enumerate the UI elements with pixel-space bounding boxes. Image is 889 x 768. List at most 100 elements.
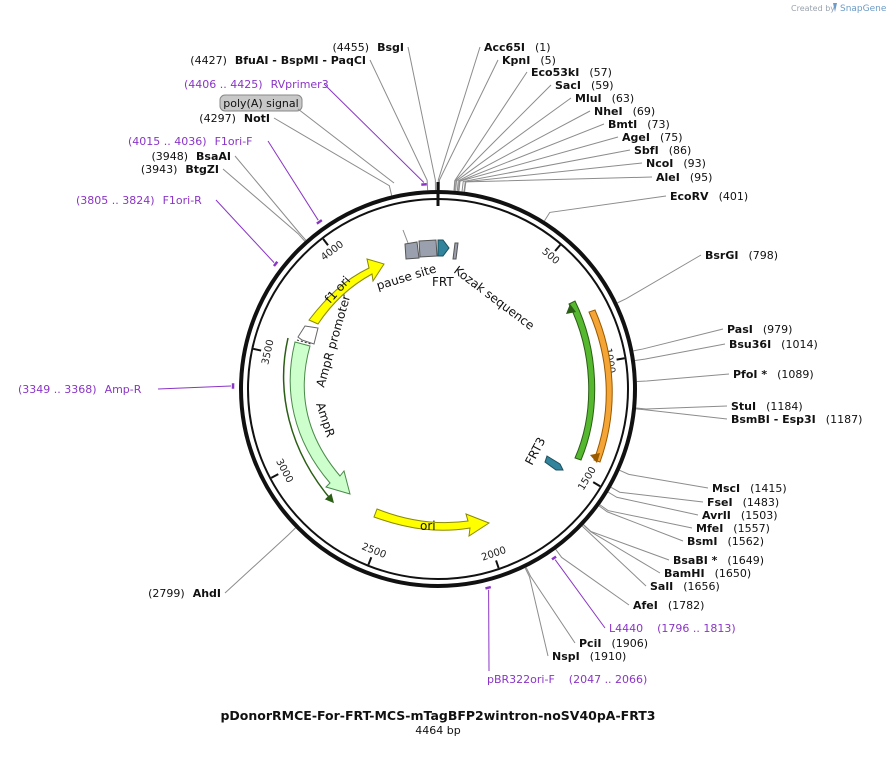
- site-name: NcoI: [646, 157, 673, 170]
- site-leader: [458, 136, 619, 192]
- restriction-site-label[interactable]: BmtI(73): [608, 118, 670, 131]
- tick-label: 2500: [360, 541, 388, 561]
- site-leader: [544, 195, 667, 222]
- site-position: (1557): [733, 522, 770, 535]
- restriction-site-label[interactable]: KpnI(5): [502, 54, 556, 67]
- primer-range: (4406 .. 4425): [184, 78, 263, 91]
- restriction-site-label[interactable]: (3943)BtgZI: [141, 163, 219, 176]
- restriction-site-label[interactable]: SalI(1656): [650, 580, 720, 593]
- site-name: Bsu36I: [729, 338, 771, 351]
- restriction-site-label[interactable]: PciI(1906): [579, 637, 648, 650]
- restriction-site-label[interactable]: BamHI(1650): [664, 567, 751, 580]
- primer-range: (4015 .. 4036): [128, 135, 207, 148]
- site-leader: [617, 254, 702, 304]
- bp-tick: [554, 244, 562, 252]
- site-position: (1089): [777, 368, 814, 381]
- primer-label[interactable]: (3349 .. 3368)Amp-R: [18, 383, 142, 396]
- restriction-site-label[interactable]: MluI(63): [575, 92, 634, 105]
- restriction-site-label[interactable]: PfoI *(1089): [733, 368, 814, 381]
- feature-pause-site: pause site: [375, 261, 438, 292]
- site-name: BtgZI: [185, 163, 219, 176]
- tick-label: 500: [539, 246, 561, 267]
- restriction-site-label[interactable]: Bsu36I(1014): [729, 338, 818, 351]
- ampr-junction-marker: [296, 339, 312, 345]
- restriction-site-label[interactable]: (4427)BfuAI - BspMI - PaqCI: [190, 54, 366, 67]
- pause-site-block-2: [418, 239, 438, 258]
- restriction-site-label[interactable]: (4297)NotI: [199, 112, 270, 125]
- primer-label[interactable]: pBR322ori-F (2047 .. 2066): [487, 673, 647, 686]
- site-name: FseI: [707, 496, 733, 509]
- bp-tick: [592, 481, 601, 488]
- restriction-site-label[interactable]: (2799)AhdI: [148, 587, 221, 600]
- restriction-site-label[interactable]: BsmI(1562): [687, 535, 764, 548]
- restriction-site-label[interactable]: FseI (1483): [707, 496, 779, 509]
- primer-label[interactable]: (3805 .. 3824)F1ori-R: [76, 194, 202, 207]
- restriction-site-label[interactable]: BsmBI - Esp3I(1187): [731, 413, 862, 426]
- primer-leader-lines: [157, 83, 606, 672]
- site-leader: [224, 527, 296, 594]
- restriction-site-label[interactable]: AvrII(1503): [702, 509, 777, 522]
- site-leader: [619, 469, 709, 489]
- feature-polya-signal: poly(A) signal: [223, 97, 298, 110]
- site-position: (1483): [743, 496, 780, 509]
- primer-label[interactable]: L4440(1796 .. 1813): [609, 622, 736, 635]
- site-name: MfeI: [696, 522, 723, 535]
- restriction-site-label[interactable]: NheI(69): [594, 105, 655, 118]
- site-leader: [636, 405, 728, 410]
- site-leader: [438, 59, 499, 191]
- primer-name: L4440: [609, 622, 643, 635]
- site-leader: [234, 155, 307, 241]
- restriction-site-label[interactable]: MfeI (1557): [696, 522, 770, 535]
- site-position: (57): [589, 66, 612, 79]
- restriction-site-label[interactable]: NspI(1910): [552, 650, 626, 663]
- restriction-site-label[interactable]: Eco53kI(57): [531, 66, 612, 79]
- primer-name: F1ori-F: [215, 135, 253, 148]
- restriction-site-label[interactable]: StuI(1184): [731, 400, 803, 413]
- site-leader: [222, 168, 306, 242]
- frt3-arrow: [544, 455, 564, 471]
- primer-range: (2047 .. 2066): [569, 673, 648, 686]
- restriction-site-label[interactable]: MscI(1415): [712, 482, 787, 495]
- restriction-site-label[interactable]: BsrGI(798): [705, 249, 778, 262]
- site-position: (1562): [728, 535, 765, 548]
- restriction-site-label[interactable]: SacI (59): [555, 79, 614, 92]
- site-name: NotI: [244, 112, 270, 125]
- site-position: (1503): [741, 509, 778, 522]
- restriction-site-label[interactable]: AfeI(1782): [633, 599, 704, 612]
- restriction-site-label[interactable]: EcoRV(401): [670, 190, 748, 203]
- polya-leader: [297, 108, 395, 184]
- restriction-site-label[interactable]: NcoI(93): [646, 157, 706, 170]
- site-position: (1415): [750, 482, 787, 495]
- restriction-site-label[interactable]: (4455)BsgI: [333, 41, 404, 54]
- tick-label: 3000: [273, 457, 295, 485]
- primer-label[interactable]: (4406 .. 4425)RVprimer3: [184, 78, 329, 91]
- restriction-site-label[interactable]: (3948)BsaAI: [151, 150, 231, 163]
- restriction-site-label[interactable]: PasI(979): [727, 323, 792, 336]
- restriction-site-label[interactable]: SbfI(86): [634, 144, 691, 157]
- restriction-site-label[interactable]: AgeI(75): [622, 131, 683, 144]
- site-position: (4455): [333, 41, 370, 54]
- site-leader: [607, 491, 699, 516]
- primer-labels: (4406 .. 4425)RVprimer3 (4015 .. 4036) F1o…: [18, 78, 736, 686]
- site-position: (3948): [151, 150, 188, 163]
- site-position: (401): [719, 190, 749, 203]
- primer-leader: [215, 199, 275, 263]
- restriction-site-label[interactable]: AleI(95): [656, 171, 712, 184]
- site-position: (59): [591, 79, 614, 92]
- site-name: PasI: [727, 323, 753, 336]
- site-name: SacI: [555, 79, 581, 92]
- primer-leader: [554, 559, 606, 629]
- restriction-site-labels: Acc65I(1)KpnI(5)Eco53kI(57)SacI (59)MluI(…: [141, 41, 863, 663]
- feature-frt3: FRT3: [522, 435, 548, 467]
- tick-label: 4000: [319, 239, 346, 263]
- site-name: PciI: [579, 637, 601, 650]
- ampr-arrow: [289, 341, 351, 495]
- site-leader: [455, 97, 572, 191]
- restriction-site-label[interactable]: BsaBI *(1649): [673, 554, 764, 567]
- plasmid-length: 4464 bp: [415, 724, 460, 737]
- primer-label[interactable]: (4015 .. 4036) F1ori-F: [128, 135, 253, 148]
- restriction-site-label[interactable]: Acc65I(1): [484, 41, 551, 54]
- site-position: (73): [647, 118, 670, 131]
- site-position: (1187): [826, 413, 863, 426]
- primer-name: pBR322ori-F: [487, 673, 555, 686]
